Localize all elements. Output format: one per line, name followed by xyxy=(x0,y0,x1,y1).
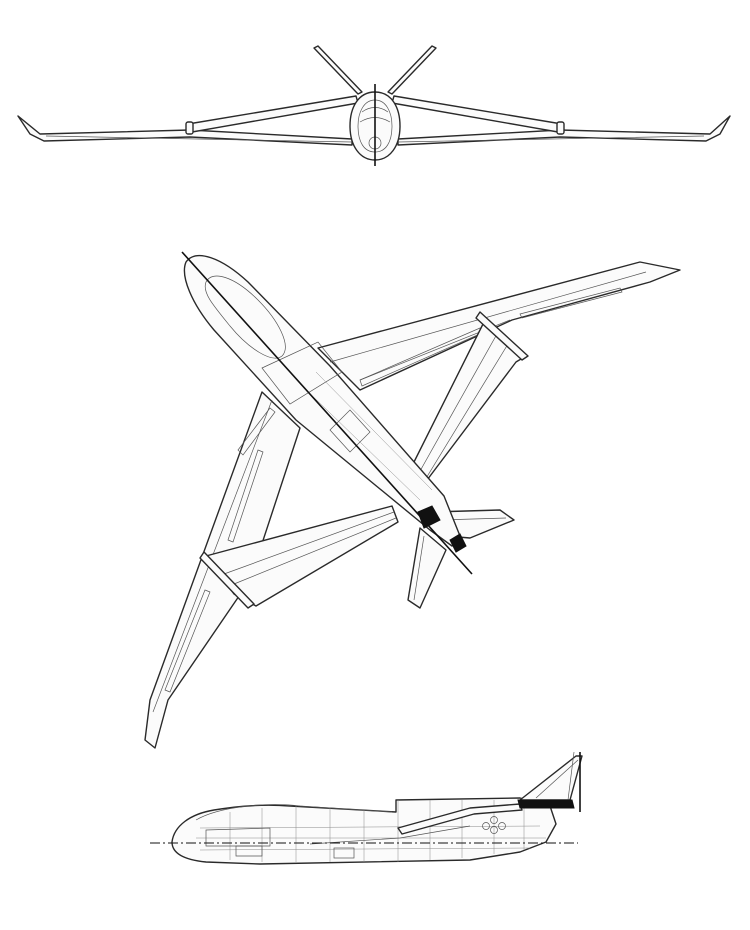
side-wing-root xyxy=(397,803,523,835)
top-centerline xyxy=(181,251,473,575)
front-joined-wing-left xyxy=(187,95,359,133)
top-view xyxy=(144,251,681,749)
top-radome xyxy=(204,275,286,359)
front-joined-wing-right xyxy=(391,95,563,133)
side-engine-nozzle xyxy=(517,799,575,809)
top-engine-nozzle xyxy=(417,505,441,529)
side-equipment xyxy=(482,816,506,834)
top-wing-right xyxy=(317,261,681,391)
side-view xyxy=(150,751,583,865)
front-v-tail-left xyxy=(313,45,363,95)
top-tail-left xyxy=(407,527,447,609)
front-wing-left xyxy=(17,115,353,146)
front-view xyxy=(17,45,731,166)
side-radome xyxy=(195,804,393,821)
front-v-tail-right xyxy=(387,45,437,95)
